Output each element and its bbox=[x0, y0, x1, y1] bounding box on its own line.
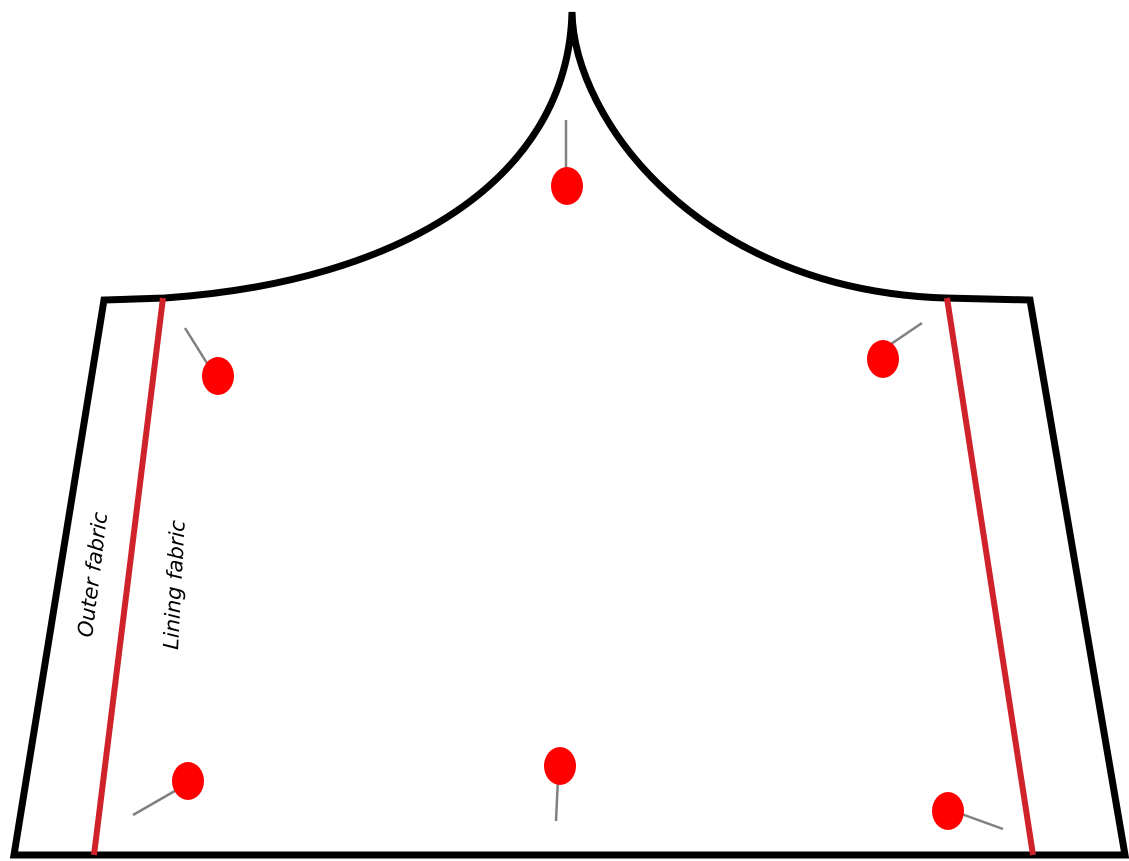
pin-shaft bbox=[132, 786, 181, 817]
pin-shaft bbox=[955, 810, 1004, 831]
pin-upper-right bbox=[867, 321, 923, 378]
outer-fabric-label: Outer fabric bbox=[73, 510, 112, 638]
pin-shaft bbox=[183, 327, 212, 369]
lining-fabric-label: Lining fabric bbox=[159, 519, 190, 650]
pin-upper-left bbox=[183, 327, 234, 395]
lining-seam-right bbox=[944, 297, 1036, 856]
pin-lower-center bbox=[544, 747, 576, 822]
outer-fabric-outline bbox=[9, 11, 1129, 859]
lining-seam-left bbox=[91, 297, 166, 856]
pin-head bbox=[932, 792, 964, 830]
pin-head bbox=[867, 340, 899, 378]
pin-shaft bbox=[554, 777, 560, 822]
pin-head bbox=[202, 357, 234, 395]
pin-lower-left bbox=[132, 762, 204, 817]
pin-shaft bbox=[887, 321, 923, 348]
pin-top-center bbox=[551, 120, 583, 205]
pin-head bbox=[544, 747, 576, 785]
pin-lower-right bbox=[932, 792, 1004, 831]
pin-head bbox=[172, 762, 204, 800]
pin-head bbox=[551, 167, 583, 205]
